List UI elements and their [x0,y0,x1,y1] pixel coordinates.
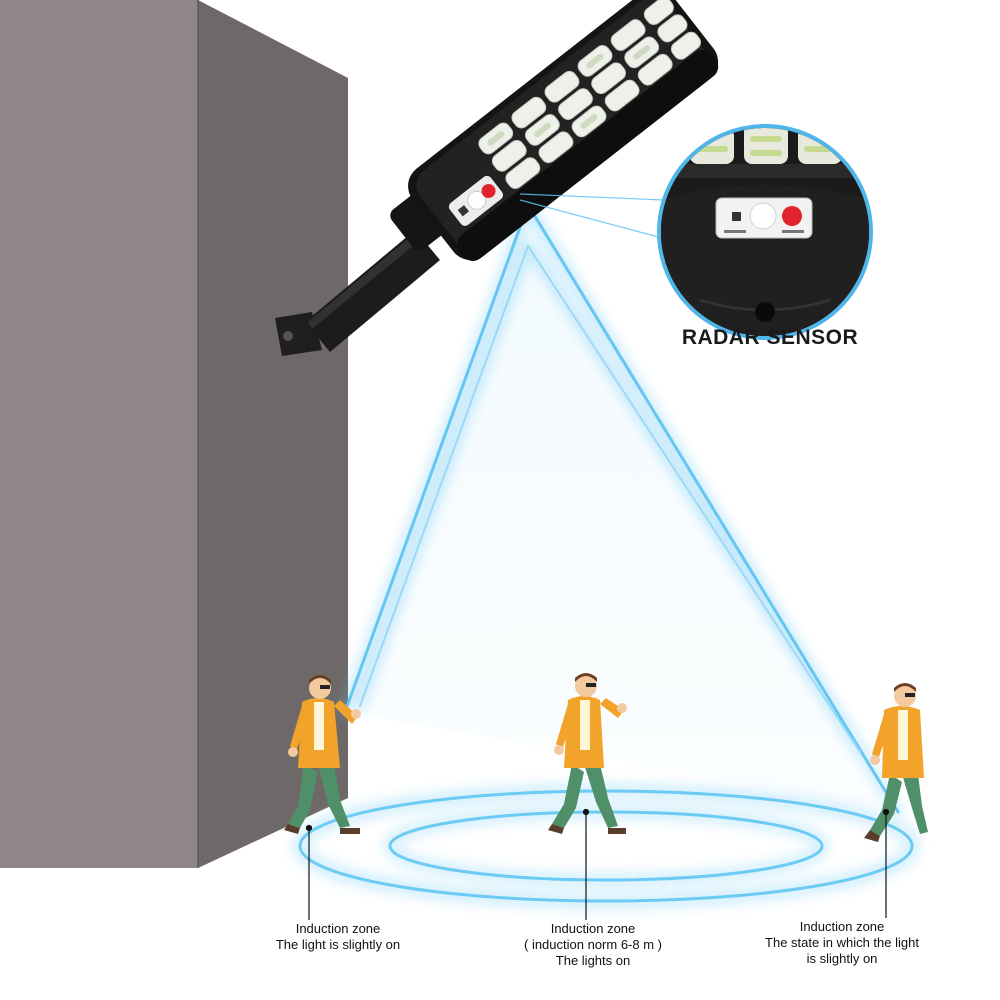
zone-center-desc: The lights on [555,953,631,968]
zone-caption-right: Induction zone The state in which the li… [742,919,942,967]
solar-street-lamp [275,0,719,356]
sensor-callout [657,124,873,340]
zone-caption-left: Induction zone The light is slightly on [248,921,428,953]
building-wall [0,0,348,868]
zone-right-title: Induction zone [799,919,885,934]
person-left [284,675,361,834]
person-right [864,683,928,842]
callout-connector [519,193,665,239]
zone-left-desc: The light is slightly on [275,937,401,952]
radar-sensor-label: RADAR SENSOR [681,326,859,349]
person-center [548,673,627,834]
zone-center-title: Induction zone [550,921,636,936]
radar-beam [340,200,903,817]
zone-center-range: ( induction norm 6-8 m ) [524,937,662,952]
zone-right-desc-1: The state in which the light [765,935,919,950]
zone-left-title: Induction zone [295,921,381,936]
zone-pointers [305,808,890,920]
zone-right-desc-2: is slightly on [806,951,878,966]
radar-sensor-module [448,175,504,226]
led-panel [478,0,701,189]
beam-area [345,200,898,810]
zone-caption-center: Induction zone ( induction norm 6-8 m ) … [488,921,698,969]
